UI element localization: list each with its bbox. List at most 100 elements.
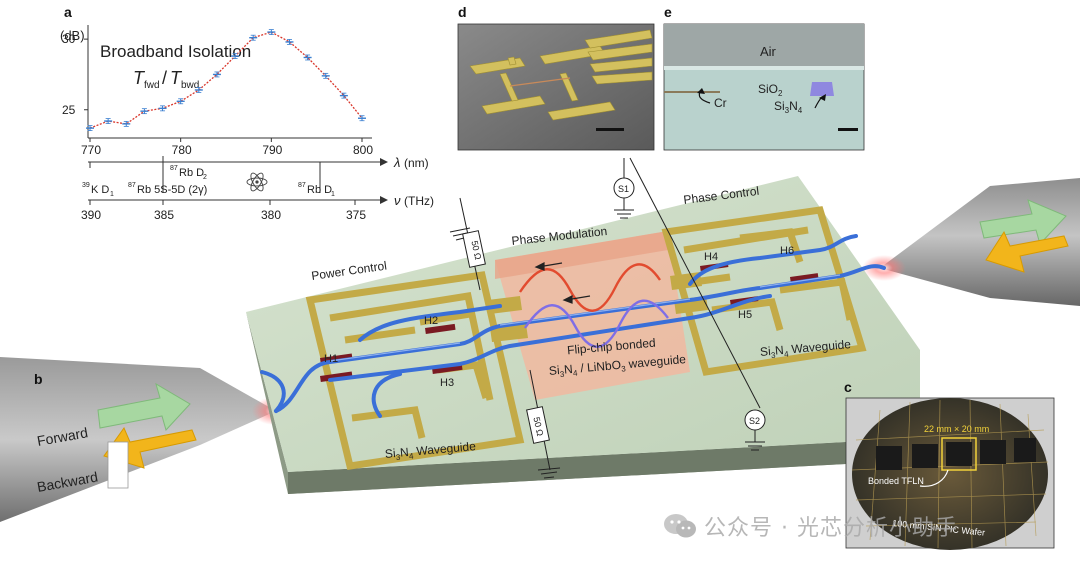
wechat-icon bbox=[664, 514, 696, 538]
svg-text:T: T bbox=[170, 68, 183, 88]
data-point bbox=[358, 115, 366, 122]
svg-text:T: T bbox=[133, 68, 146, 88]
nu-tick-label: 380 bbox=[261, 208, 281, 222]
x-tick-label: 790 bbox=[262, 143, 282, 157]
wave-direction-arrows bbox=[534, 262, 591, 304]
data-point bbox=[158, 105, 167, 112]
blocker-rect bbox=[107, 441, 129, 489]
data-point bbox=[339, 92, 348, 99]
resistor-bottom-label: 50 Ω bbox=[531, 416, 545, 437]
backward-arrow-right bbox=[985, 230, 1069, 273]
nu-unit: (THz) bbox=[404, 194, 434, 208]
data-point bbox=[86, 125, 94, 132]
svg-text:ν: ν bbox=[394, 193, 401, 208]
data-point bbox=[285, 39, 294, 45]
data-point bbox=[267, 29, 276, 35]
svg-text:1: 1 bbox=[110, 191, 114, 198]
atom-icon bbox=[246, 172, 268, 192]
annotation-k-d1: 39 K D 1 bbox=[82, 182, 114, 198]
chart-title: Broadband Isolation bbox=[100, 42, 251, 61]
svg-text:39: 39 bbox=[82, 182, 90, 189]
data-point bbox=[122, 120, 131, 127]
panel-a-chart: a (dB) Broadband Isolation T fwd / T bwd… bbox=[60, 4, 434, 222]
heater-h6-label: H6 bbox=[780, 245, 794, 257]
heater-h1-label: H1 bbox=[324, 353, 338, 365]
svg-text:Si3N4 / LiNbO3 waveguide: Si3N4 / LiNbO3 waveguide bbox=[548, 352, 687, 380]
cr-label: Cr bbox=[714, 96, 727, 110]
y-tick-label: 30 bbox=[62, 32, 76, 46]
svg-text:λ: λ bbox=[393, 155, 400, 170]
isolation-line bbox=[89, 31, 363, 129]
annotation-rb-d2: 87 Rb D 2 bbox=[170, 165, 207, 181]
data-point bbox=[303, 54, 312, 61]
nu-ticks: 390 385 380 375 bbox=[81, 200, 366, 222]
panel-label-a: a bbox=[64, 4, 72, 20]
svg-text:Rb D: Rb D bbox=[179, 167, 204, 179]
data-point bbox=[321, 72, 330, 79]
data-point bbox=[231, 53, 240, 59]
svg-text:2: 2 bbox=[203, 174, 207, 181]
watermark: 公众号 · 光芯分析小助手 bbox=[662, 510, 1072, 542]
heater-h3-label: H3 bbox=[440, 377, 454, 389]
y-ticks: 25 30 bbox=[62, 32, 88, 117]
chip: Power Control Phase Modulation Phase Con… bbox=[246, 176, 920, 494]
svg-text:Si3N4 Waveguide: Si3N4 Waveguide bbox=[759, 337, 852, 361]
heater-h2-label: H2 bbox=[424, 315, 438, 327]
svg-text:fwd: fwd bbox=[144, 80, 160, 91]
isolation-markers bbox=[86, 29, 366, 132]
y-axis-unit: (dB) bbox=[60, 28, 85, 43]
si3n4-label: Si3N4 bbox=[774, 99, 803, 115]
svg-text:/: / bbox=[162, 68, 167, 88]
wafer-dimension-label: 22 mm × 20 mm bbox=[924, 424, 989, 434]
waveguide-label-left: Si3N4 Waveguide bbox=[384, 439, 477, 463]
panel-e-cross-section: e Air SiO2 Si3N4 Cr bbox=[663, 4, 865, 151]
lambda-unit: (nm) bbox=[404, 156, 429, 170]
power-control-electrodes bbox=[305, 271, 525, 470]
resistor-top-label: 50 Ω bbox=[469, 240, 483, 261]
svg-text:87: 87 bbox=[170, 165, 178, 172]
data-point bbox=[212, 71, 221, 78]
data-point bbox=[176, 98, 185, 105]
phase-waves bbox=[519, 263, 669, 348]
y-tick-label: 25 bbox=[62, 103, 76, 117]
data-point bbox=[249, 34, 258, 41]
bonded-tfln-label: Bonded TFLN bbox=[868, 476, 924, 486]
data-point bbox=[140, 108, 149, 115]
svg-text:bwd: bwd bbox=[181, 80, 199, 91]
power-control-label: Power Control bbox=[310, 259, 387, 283]
x-tick-label: 800 bbox=[353, 143, 373, 157]
svg-text:87: 87 bbox=[128, 182, 136, 189]
circuit bbox=[449, 157, 766, 479]
panel-label-d: d bbox=[458, 4, 467, 20]
panel-d-sem: d bbox=[457, 4, 655, 151]
forward-arrow-left bbox=[97, 382, 191, 431]
panel-label-c: c bbox=[844, 379, 852, 395]
chart-subtitle: T fwd / T bwd bbox=[133, 68, 199, 91]
svg-text:Rb 5S-5D (2γ): Rb 5S-5D (2γ) bbox=[137, 184, 207, 196]
svg-text:1: 1 bbox=[331, 191, 335, 198]
annotation-rb-5s5d: 87 Rb 5S-5D (2γ) bbox=[128, 182, 207, 196]
x-tick-label: 770 bbox=[81, 143, 101, 157]
nu-tick-label: 375 bbox=[346, 208, 366, 222]
watermark-text: 公众号 · 光芯分析小助手 bbox=[704, 516, 958, 541]
forward-arrow-right bbox=[979, 199, 1067, 245]
sio2-label: SiO2 bbox=[758, 82, 783, 98]
nu-tick-label: 390 bbox=[81, 208, 101, 222]
waveguides bbox=[260, 234, 886, 418]
nu-tick-label: 385 bbox=[154, 208, 174, 222]
svg-text:Si3N4 Waveguide: Si3N4 Waveguide bbox=[384, 439, 477, 463]
x-tick-label: 780 bbox=[172, 143, 192, 157]
svg-text:87: 87 bbox=[298, 182, 306, 189]
data-point bbox=[104, 118, 113, 124]
waveguide-label-right: Si3N4 Waveguide bbox=[759, 337, 852, 361]
svg-text:K D: K D bbox=[91, 184, 109, 196]
air-label: Air bbox=[760, 44, 777, 59]
phase-control-electrodes bbox=[661, 206, 867, 376]
heater-h5-label: H5 bbox=[738, 309, 752, 321]
source-s2-label: S2 bbox=[749, 416, 760, 426]
svg-text:Rb D: Rb D bbox=[307, 184, 332, 196]
annotation-rb-d1: 87 Rb D 1 bbox=[298, 182, 335, 198]
panel-c-wafer: c 22 mm × 20 mm Bonded TFLN 100 mm SiN P… bbox=[844, 379, 1055, 550]
panel-label-e: e bbox=[664, 4, 672, 20]
